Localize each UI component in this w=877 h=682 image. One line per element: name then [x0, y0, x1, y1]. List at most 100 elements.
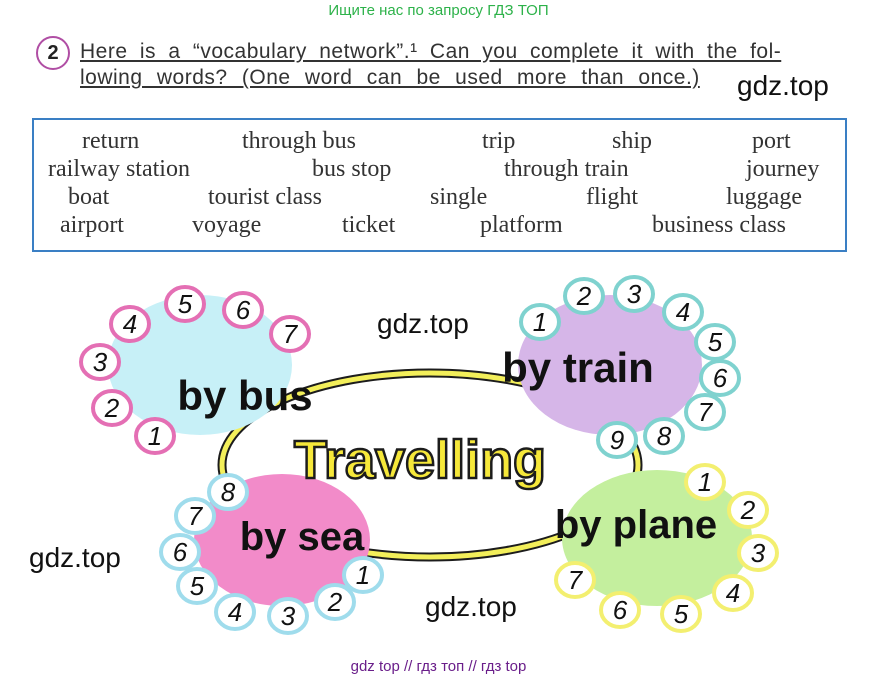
- number-bubble-label: 6: [236, 295, 251, 325]
- center-word: Travelling: [294, 430, 546, 490]
- number-bubble: [596, 421, 638, 459]
- number-bubble-label: 5: [674, 599, 689, 629]
- watermark: gdz.top: [29, 542, 121, 573]
- number-bubble-label: 4: [726, 578, 740, 608]
- number-bubble-label: 7: [283, 319, 299, 349]
- word-item: trip: [482, 128, 516, 154]
- number-bubble-label: 7: [568, 565, 584, 595]
- number-bubble: [134, 417, 176, 455]
- number-bubble: [222, 291, 264, 329]
- word-item: single: [430, 184, 488, 210]
- network-ring: [219, 370, 641, 560]
- number-bubble: [176, 567, 218, 605]
- word-item: platform: [480, 212, 563, 238]
- number-bubble: [314, 583, 356, 621]
- word-item: bus stop: [312, 156, 392, 182]
- number-bubble: [737, 534, 779, 572]
- word-item: voyage: [192, 212, 262, 238]
- word-item: railway station: [48, 156, 190, 182]
- number-bubble: [342, 556, 384, 594]
- number-bubble-label: 4: [228, 597, 242, 627]
- number-bubble-label: 9: [610, 425, 624, 455]
- number-bubble: [91, 389, 133, 427]
- number-bubble: [662, 293, 704, 331]
- word-item: ticket: [342, 212, 396, 238]
- watermark: gdz.top: [425, 591, 517, 622]
- instruction-line-2: lowing words? (One word can be used more…: [80, 66, 700, 89]
- number-bubble-label: 2: [576, 281, 592, 311]
- number-bubble-label: 4: [123, 309, 137, 339]
- exercise-number: 2: [36, 36, 70, 70]
- number-bubble-label: 3: [627, 279, 642, 309]
- number-bubble-label: 2: [740, 495, 756, 525]
- word-item: ship: [612, 128, 653, 154]
- node-label-sea: by sea: [240, 515, 365, 559]
- number-bubble-label: 6: [713, 363, 728, 393]
- number-bubble: [684, 463, 726, 501]
- word-item: flight: [586, 184, 638, 210]
- word-item: tourist class: [208, 184, 322, 210]
- number-bubble-label: 5: [708, 327, 723, 357]
- number-bubble: [694, 323, 736, 361]
- word-item: through bus: [242, 128, 356, 154]
- number-bubble-label: 2: [327, 587, 343, 617]
- word-item: airport: [60, 212, 124, 238]
- bus-node: [108, 295, 292, 435]
- node-label-train: by train: [502, 344, 654, 391]
- word-item: return: [82, 128, 140, 154]
- number-bubble-label: 1: [148, 421, 162, 451]
- number-bubble-label: 5: [178, 289, 193, 319]
- number-bubble: [109, 305, 151, 343]
- number-bubble: [519, 303, 561, 341]
- number-bubble-label: 6: [173, 537, 188, 567]
- number-bubble-label: 7: [188, 501, 204, 531]
- plane-number-bubbles: 12 34 5 67: [554, 463, 779, 633]
- number-bubble-label: 1: [356, 560, 370, 590]
- number-bubble: [174, 497, 216, 535]
- number-bubble-label: 6: [613, 595, 628, 625]
- number-bubble-label: 2: [104, 393, 120, 423]
- word-item: journey: [746, 156, 820, 182]
- watermark: gdz.top: [737, 70, 829, 101]
- word-item: port: [752, 128, 791, 154]
- number-bubble-label: 3: [93, 347, 108, 377]
- number-bubble-label: 4: [676, 297, 690, 327]
- word-box: return through bus trip ship port railwa…: [32, 118, 847, 252]
- number-bubble: [164, 285, 206, 323]
- number-bubble-label: 3: [281, 601, 296, 631]
- number-bubble: [712, 574, 754, 612]
- number-bubble-label: 1: [533, 307, 547, 337]
- number-bubble: [599, 591, 641, 629]
- word-item: through train: [504, 156, 629, 182]
- footer-note: gdz top // гдз топ // гдз top: [350, 658, 527, 675]
- number-bubble: [643, 417, 685, 455]
- plane-node: [562, 470, 752, 606]
- number-bubble: [269, 315, 311, 353]
- number-bubble-label: 8: [221, 477, 236, 507]
- number-bubble: [563, 277, 605, 315]
- number-bubble: [660, 595, 702, 633]
- node-label-bus: by bus: [177, 372, 312, 419]
- node-label-plane: by plane: [555, 503, 717, 547]
- number-bubble: [79, 343, 121, 381]
- train-node: [518, 295, 702, 435]
- number-bubble: [267, 597, 309, 635]
- number-bubble: [214, 593, 256, 631]
- number-bubble-label: 3: [751, 538, 766, 568]
- word-item: boat: [68, 184, 110, 210]
- number-bubble-label: 8: [657, 421, 672, 451]
- word-item: luggage: [726, 184, 802, 210]
- instruction-line-1: Here is a “vocabulary network”.¹ Can you…: [80, 40, 782, 63]
- number-bubble: [684, 393, 726, 431]
- word-item: business class: [652, 212, 786, 238]
- number-bubble-label: 1: [698, 467, 712, 497]
- number-bubble-label: 5: [190, 571, 205, 601]
- number-bubble: [554, 561, 596, 599]
- number-bubble: [159, 533, 201, 571]
- watermark: gdz.top: [377, 308, 469, 339]
- number-bubble: [727, 491, 769, 529]
